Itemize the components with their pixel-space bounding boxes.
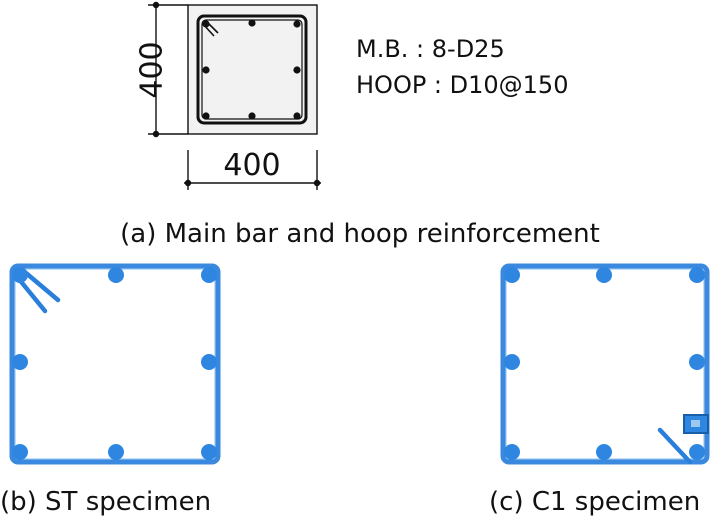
- panel-c: (c) C1 specimen: [489, 263, 710, 517]
- hoop-spec: HOOP : D10@150: [356, 71, 568, 99]
- horizontal-dimension-line: [184, 150, 321, 190]
- main-bar: [504, 267, 520, 283]
- main-bar: [293, 20, 301, 28]
- main-bar: [12, 444, 28, 460]
- main-bar: [596, 267, 612, 283]
- hoop-hook-c: [657, 427, 693, 465]
- caption-a: (a) Main bar and hoop reinforcement: [120, 219, 600, 249]
- hoop-b-shadow: [14, 268, 216, 460]
- main-bar: [689, 267, 705, 283]
- main-bar: [108, 444, 124, 460]
- main-bar: [12, 354, 28, 370]
- main-bar: [108, 267, 124, 283]
- main-bar: [201, 267, 217, 283]
- dim-horizontal-label: 400: [223, 148, 280, 183]
- hoop-outer: [196, 14, 308, 125]
- main-bar: [293, 112, 301, 120]
- main-bars: [202, 19, 301, 120]
- main-bar: [596, 444, 612, 460]
- main-bar: [201, 354, 217, 370]
- dim-vertical-label: 400: [135, 41, 170, 98]
- main-bar: [689, 444, 705, 460]
- main-bars-c: [504, 267, 705, 460]
- hoop-b: [9, 263, 221, 465]
- panel-b: (b) ST specimen: [0, 263, 221, 517]
- panel-a: 400 400 M: [120, 1, 600, 249]
- hoop-c: [500, 263, 710, 465]
- main-bar-spec: M.B. : 8-D25: [356, 35, 505, 63]
- main-bar: [202, 112, 210, 120]
- main-bars-b: [12, 267, 217, 460]
- hoop-hook-b: [15, 270, 61, 314]
- main-bar: [248, 19, 256, 27]
- main-bar: [201, 444, 217, 460]
- main-bar: [689, 354, 705, 370]
- main-bar: [248, 112, 256, 120]
- main-bar: [12, 267, 28, 283]
- main-bar: [504, 354, 520, 370]
- hoop-c-shadow: [505, 268, 705, 460]
- coupler-c-slot: [691, 420, 700, 427]
- caption-b: (b) ST specimen: [0, 487, 211, 517]
- main-bar: [293, 66, 301, 74]
- caption-c: (c) C1 specimen: [489, 487, 700, 517]
- main-bar: [504, 444, 520, 460]
- main-bar: [202, 66, 210, 74]
- vertical-dimension-line: [148, 1, 188, 138]
- main-bar: [202, 20, 210, 28]
